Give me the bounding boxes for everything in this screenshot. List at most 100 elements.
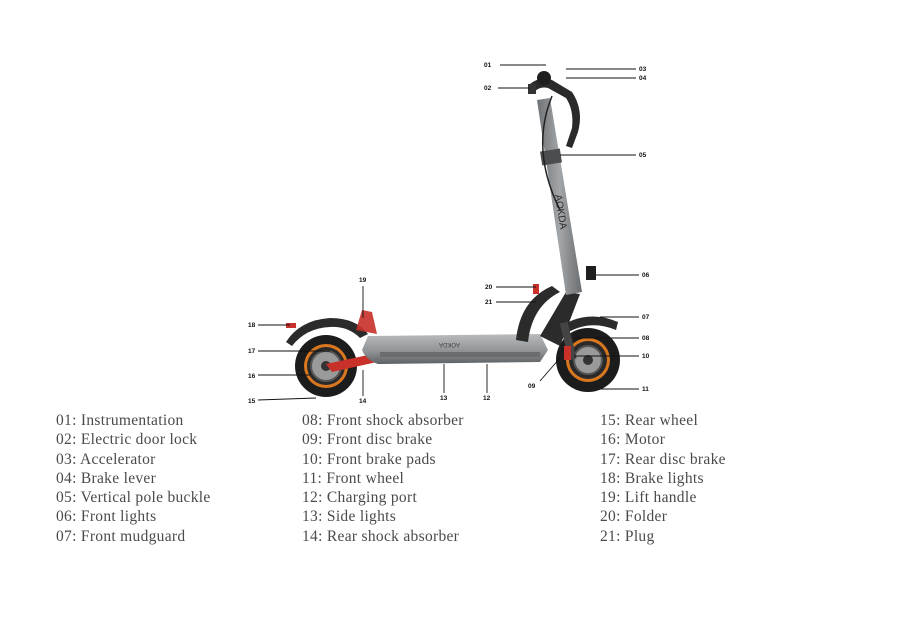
legend-item-label: Front brake pads [326, 450, 436, 468]
callout-13: 13 [440, 395, 448, 402]
legend-item: 10: Front brake pads [302, 450, 436, 468]
callout-08: 08 [642, 335, 650, 342]
front-mudguard [556, 316, 618, 336]
legend-item-label: Motor [624, 431, 666, 449]
legend-item-number: 14 [302, 527, 319, 545]
brake-light [286, 323, 296, 328]
legend-item: 17: Rear disc brake [600, 450, 726, 468]
legend-item-number: 03 [56, 450, 73, 468]
callout-01: 01 [484, 62, 492, 69]
legend-item-label: Front shock absorber [326, 412, 464, 429]
legend-item-label: Side lights [326, 508, 397, 526]
stem [537, 98, 582, 295]
legend-item-label: Instrumentation [80, 412, 184, 429]
legend-item-label: Rear disc brake [624, 450, 726, 468]
legend-item-number: 17 [600, 450, 617, 468]
legend-item: 13: Side lights [302, 508, 397, 526]
callout-16: 16 [248, 373, 256, 380]
legend-item-number: 16 [600, 431, 617, 449]
legend-item-label: Vertical pole buckle [80, 489, 211, 507]
scooter-illustration: AOKDA AOKDA [286, 71, 620, 397]
legend-item-number: 06 [56, 508, 73, 526]
legend-item-number: 21 [600, 527, 617, 545]
legend-item: 07: Front mudguard [56, 527, 186, 545]
front-neck [540, 292, 580, 346]
legend-item-label: Charging port [326, 489, 418, 507]
legend-item: 09: Front disc brake [302, 431, 433, 449]
legend-item: 03: Accelerator [56, 450, 156, 468]
legend-item-number: 15 [600, 412, 617, 429]
callout-11: 11 [642, 386, 649, 393]
legend-item: 21: Plug [600, 527, 655, 545]
legend-item: 19: Lift handle [600, 489, 697, 507]
legend-item: 01: Instrumentation [56, 412, 184, 429]
legend-item-number: 18 [600, 469, 617, 487]
lift-handle [356, 310, 377, 334]
legend-item-number: 20 [600, 508, 617, 526]
brake-cable [541, 95, 561, 211]
callout-19: 19 [359, 277, 367, 284]
legend-item-label: Front wheel [326, 469, 405, 487]
legend-item-number: 07 [56, 527, 73, 545]
legend-item-label: Accelerator [80, 450, 156, 468]
parts-legend: 01: Instrumentation 02: Electric door loc… [0, 411, 900, 551]
callout-05: 05 [639, 152, 647, 159]
callout-07: 07 [642, 314, 650, 321]
legend-item-label: Plug [624, 527, 655, 545]
legend-item-label: Electric door lock [80, 431, 198, 449]
legend-item-label: Rear wheel [624, 412, 699, 429]
deck-brand-text: AOKDA [439, 341, 460, 347]
legend-item: 16: Motor [600, 431, 666, 449]
rear-mudguard [286, 318, 368, 346]
legend-item-number: 05 [56, 489, 73, 507]
legend-item-label: Lift handle [624, 489, 697, 507]
electric-door-lock [528, 84, 536, 94]
legend-item: 02: Electric door lock [56, 431, 198, 449]
legend-item-number: 09 [302, 431, 319, 449]
legend-column-1: 01: Instrumentation 02: Electric door loc… [56, 411, 211, 546]
scooter-diagram: AOKDA AOKDA [248, 62, 650, 405]
legend-item: 06: Front lights [56, 508, 157, 526]
callout-17: 17 [248, 348, 256, 355]
legend-item: 05: Vertical pole buckle [56, 489, 211, 507]
folder-bracket [516, 286, 560, 342]
callout-04: 04 [639, 75, 647, 82]
callout-21: 21 [485, 299, 493, 306]
legend-item-number: 01 [56, 412, 73, 429]
callout-numbers: 01 02 03 04 05 06 07 08 09 10 11 12 13 1… [248, 62, 650, 405]
leader-lines [257, 64, 639, 401]
callout-20: 20 [485, 284, 493, 291]
instrumentation-display [537, 71, 551, 85]
front-light [586, 266, 596, 280]
legend-item-number: 04 [56, 469, 73, 487]
legend-item: 20: Folder [600, 508, 668, 526]
callout-06: 06 [642, 272, 650, 279]
legend-item-number: 02 [56, 431, 73, 449]
legend-item-label: Brake lights [624, 469, 704, 487]
plug [533, 284, 539, 294]
legend-item: 12: Charging port [302, 489, 418, 507]
callout-09: 09 [528, 383, 536, 390]
front-shock [559, 321, 577, 361]
callout-15: 15 [248, 398, 256, 405]
legend-column-2: 08: Front shock absorber 09: Front disc b… [302, 411, 464, 546]
legend-item-number: 19 [600, 489, 617, 507]
legend-item: 11: Front wheel [302, 469, 405, 487]
legend-item-label: Front mudguard [80, 527, 186, 545]
callout-12: 12 [483, 395, 491, 402]
legend-item-label: Front lights [80, 508, 157, 526]
legend-item-label: Front disc brake [326, 431, 433, 449]
legend-item: 14: Rear shock absorber [302, 527, 460, 545]
legend-item-number: 12 [302, 489, 319, 507]
deck: AOKDA [362, 334, 548, 364]
callout-03: 03 [639, 66, 647, 73]
rear-wheel [295, 335, 357, 397]
legend-item: 08: Front shock absorber [302, 412, 464, 429]
legend-item-number: 13 [302, 508, 319, 526]
legend-item: 04: Brake lever [56, 469, 157, 487]
legend-item-label: Folder [624, 508, 668, 526]
legend-item: 15: Rear wheel [600, 412, 699, 429]
handlebar [530, 78, 580, 148]
front-brake-caliper [564, 346, 571, 360]
callout-14: 14 [359, 398, 367, 405]
